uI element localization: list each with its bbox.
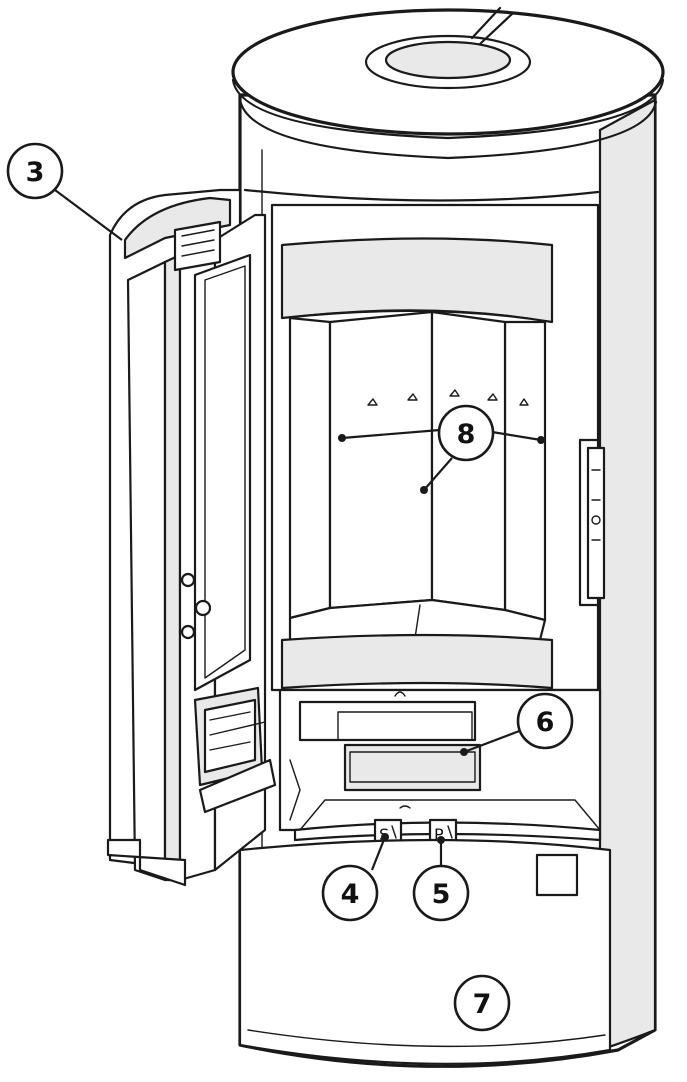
upper-band [243, 188, 600, 202]
callout-5: 5 [412, 864, 470, 922]
callout-leaders [54, 189, 545, 871]
callout-5-label: 5 [432, 879, 451, 910]
leader-4 [370, 836, 387, 871]
callout-6-label: 6 [536, 707, 555, 738]
leader-3 [54, 189, 123, 241]
callout-8-label: 8 [457, 419, 476, 450]
callout-6: 6 [516, 692, 574, 750]
callout-4: 4 [321, 864, 379, 922]
leader-8-right [491, 430, 542, 442]
lever-marker-right: P [434, 825, 444, 844]
leader-8-left [341, 428, 441, 440]
callout-4-label: 4 [341, 879, 360, 910]
stove-top [231, 6, 665, 160]
door-catch [578, 438, 606, 607]
callout-7: 7 [453, 974, 511, 1032]
firebox [270, 203, 600, 692]
leader-6 [463, 728, 523, 754]
callout-3-label: 3 [26, 157, 45, 188]
open-door [106, 188, 301, 887]
callout-7-label: 7 [473, 989, 492, 1020]
leader-8-center [423, 457, 453, 491]
callout-3: 3 [6, 142, 64, 200]
callout-8: 8 [437, 404, 495, 462]
